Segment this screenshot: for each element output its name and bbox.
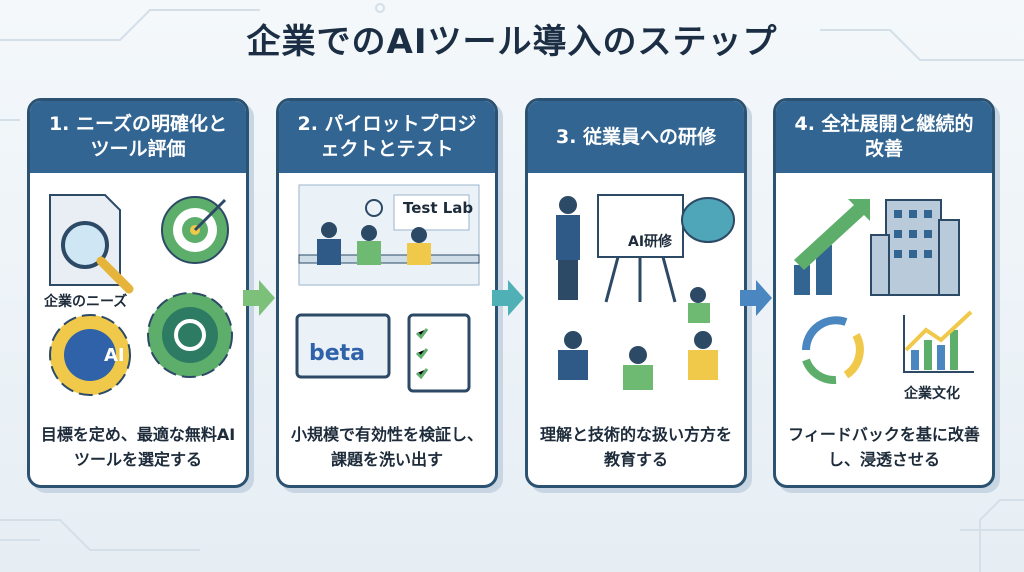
rollout-illustration — [794, 199, 974, 385]
needs-illustration — [49, 194, 233, 396]
step-card-2: 2. パイロットプロジェクトとテスト Test Lab beta 小規模で有効性… — [276, 98, 498, 488]
page-title: 企業でのAIツール導入のステップ — [246, 22, 778, 62]
needs-label: 企業のニーズ — [44, 294, 128, 310]
step-card-4: 4. 全社展開と継続的改善 企業文化 フィードバックを基に改善し、浸透させる — [773, 98, 995, 488]
growth-chart-icon — [903, 310, 974, 373]
arrow-right-icon — [243, 280, 275, 316]
step-heading: 4. 全社展開と継続的改善 — [776, 101, 992, 173]
arrow-right-icon — [492, 280, 524, 316]
beta-screen: beta — [309, 341, 366, 366]
step-card-3: 3. 従業員への研修 AI研修 理解と技術的な扱い方方を教育する — [525, 98, 747, 488]
pilot-illustration — [295, 184, 480, 393]
step-card-1: 1. ニーズの明確化とツール評価 企業のニーズ AI 目標を定め、最適な無料AI… — [27, 98, 249, 488]
ai-gear-icon — [49, 314, 131, 396]
step-description: 理解と技術的な扱い方方を教育する — [539, 425, 732, 469]
culture-label: 企業文化 — [904, 386, 960, 402]
step-heading: 3. 従業員への研修 — [528, 101, 744, 173]
cycle-icon — [802, 316, 864, 385]
gear-openai-icon — [147, 292, 233, 378]
step-description: 目標を定め、最適な無料AIツールを選定する — [40, 425, 236, 469]
step-heading: 2. パイロットプロジェクトとテスト — [279, 101, 495, 173]
ai-badge: AI — [104, 345, 125, 366]
test-lab-sign: Test Lab — [403, 199, 474, 217]
step-description: フィードバックを基に改善し、浸透させる — [788, 425, 980, 469]
training-board-label: AI研修 — [628, 234, 673, 250]
target-icon — [161, 196, 229, 264]
step-heading: 1. ニーズの明確化とツール評価 — [30, 101, 246, 173]
arrow-right-icon — [740, 280, 772, 316]
document-search-icon — [49, 194, 134, 294]
step-description: 小規模で有効性を検証し、課題を洗い出す — [290, 425, 483, 469]
training-illustration — [556, 194, 735, 390]
